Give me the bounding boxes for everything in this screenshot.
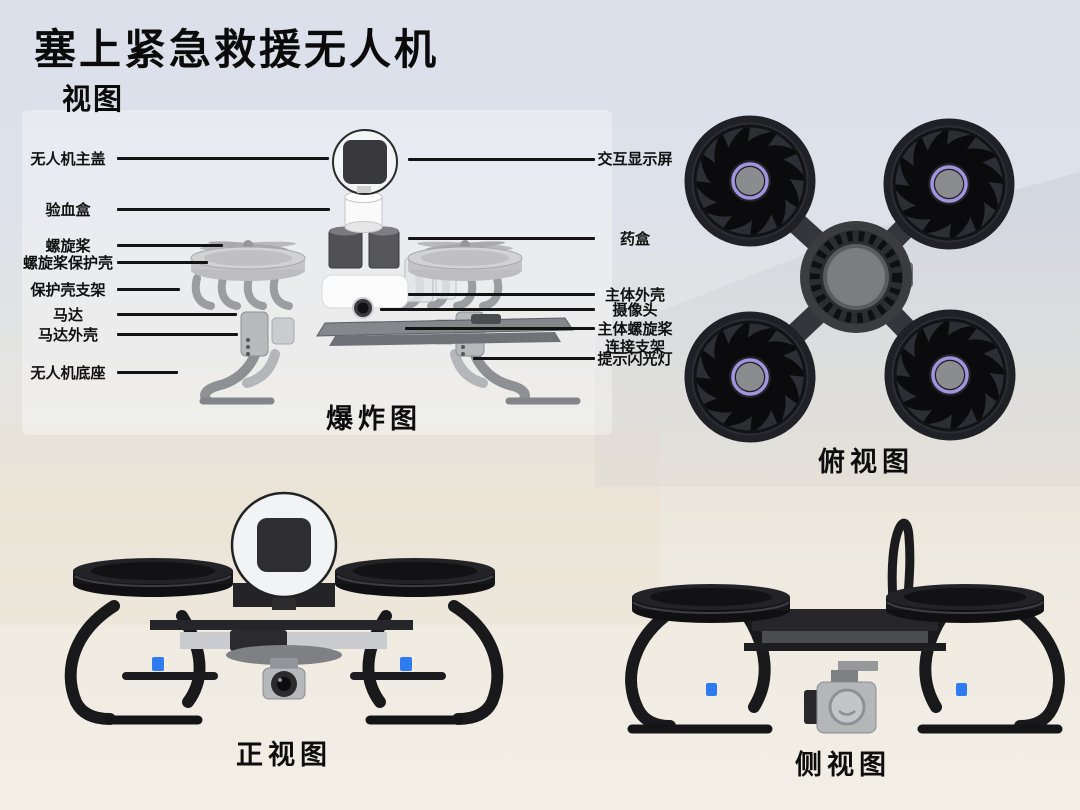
- rotor-disc-right: [886, 584, 1044, 623]
- top-view-illustration: [680, 108, 1080, 443]
- part-label: 马达外壳: [37, 327, 98, 344]
- rotor-disc-left: [73, 558, 233, 597]
- rotor-disc-left: [632, 584, 790, 623]
- leader-line: [117, 261, 208, 264]
- display-screen: [257, 518, 311, 572]
- leader-line: [117, 157, 329, 160]
- caption-front-view: 正视图: [236, 740, 332, 770]
- rotor-disc-right: [335, 558, 495, 597]
- part-label: 验血盒: [45, 202, 91, 219]
- page-subtitle: 视图: [62, 84, 125, 116]
- part-label: 马达: [52, 307, 83, 324]
- leg-accent: [400, 657, 412, 671]
- caption-top-view: 俯视图: [818, 447, 914, 477]
- leader-line: [117, 244, 223, 247]
- leg-accent: [152, 657, 164, 671]
- leader-line: [117, 208, 330, 211]
- camera-lens: [352, 297, 374, 319]
- part-label: 摄像头: [612, 302, 658, 319]
- propeller-disc-right: [407, 240, 523, 281]
- part-label: 药盒: [619, 231, 650, 248]
- rotor-fan: [688, 119, 812, 243]
- camera-lens: [828, 688, 866, 726]
- leader-line: [408, 237, 595, 240]
- display-screen: [343, 140, 387, 184]
- part-label: 交互显示屏: [597, 151, 673, 168]
- rotor-fan: [688, 315, 812, 439]
- leader-line: [408, 158, 595, 161]
- leader-line: [408, 293, 595, 296]
- part-label: 主体螺旋桨 连接支架: [597, 321, 673, 356]
- exploded-view-illustration: [190, 129, 581, 405]
- leader-line: [117, 371, 178, 374]
- front-view-illustration: [64, 491, 504, 725]
- part-label: 无人机底座: [30, 365, 106, 382]
- motor-left: [240, 311, 269, 357]
- rotor-fan: [887, 122, 1011, 246]
- part-label: 螺旋桨保护壳: [22, 255, 113, 272]
- leader-line: [117, 333, 238, 336]
- leg-accent: [706, 683, 717, 696]
- rotor-fan: [888, 313, 1012, 437]
- leader-line: [380, 308, 595, 311]
- page-title: 塞上紧急救援无人机: [34, 26, 440, 73]
- caption-exploded-view: 爆炸图: [326, 404, 422, 434]
- part-label: 保护壳支架: [30, 282, 106, 299]
- part-label: 无人机主盖: [30, 151, 106, 168]
- antenna-handle: [887, 519, 915, 605]
- part-label: 主体外壳: [604, 287, 665, 304]
- part-label: 螺旋桨: [45, 238, 91, 255]
- side-view-illustration: [625, 519, 1065, 734]
- leader-line: [473, 357, 595, 360]
- leg-accent: [956, 683, 967, 696]
- camera-lens: [271, 671, 297, 697]
- leader-line: [117, 288, 180, 291]
- propeller-disc-left: [190, 240, 306, 281]
- leader-line: [405, 327, 595, 330]
- caption-side-view: 侧视图: [795, 750, 891, 780]
- leader-line: [117, 313, 237, 316]
- part-label: 提示闪光灯: [597, 351, 673, 368]
